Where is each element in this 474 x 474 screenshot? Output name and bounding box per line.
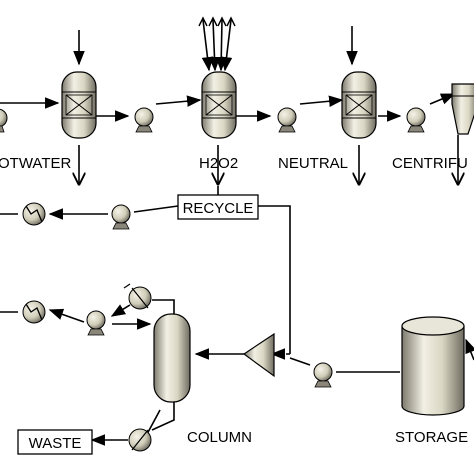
splitter-icon[interactable] [242,332,275,378]
heat-exchanger-icon[interactable] [128,428,152,452]
waste-box[interactable]: WASTE [17,429,93,455]
middle-row-streams [0,186,291,360]
waste-label: WASTE [29,435,82,452]
h2o2-label: H2O2 [199,155,238,172]
heat-exchanger-icon[interactable] [123,283,152,310]
pump-icon[interactable] [277,107,297,133]
neutral-label: NEUTRAL [278,155,348,172]
pump-icon[interactable] [86,310,106,336]
tank-icon[interactable] [401,316,465,416]
centrifu-label: CENTRIFU [392,155,468,172]
pump-icon[interactable] [406,107,426,133]
storage-label: STORAGE [395,429,468,446]
recycle-label: RECYCLE [183,200,254,217]
hotwater-label: OTWATER [0,155,71,172]
pump-icon[interactable] [111,204,131,230]
column-icon[interactable] [153,313,191,403]
heat-exchanger-icon[interactable] [22,300,46,324]
centrifuge-icon[interactable] [451,83,474,135]
pump-icon[interactable] [313,362,333,388]
heat-exchanger-icon[interactable] [22,202,46,226]
reactor-icon[interactable] [61,71,97,139]
bottom-streams [0,299,474,446]
recycle-box[interactable]: RECYCLE [177,194,259,220]
pump-icon[interactable] [134,107,154,133]
top-row-streams [0,16,458,184]
column-label: COLUMN [187,429,252,446]
reactor-icon[interactable] [201,71,237,139]
pump-icon[interactable] [0,108,8,133]
reactor-icon[interactable] [341,71,377,139]
